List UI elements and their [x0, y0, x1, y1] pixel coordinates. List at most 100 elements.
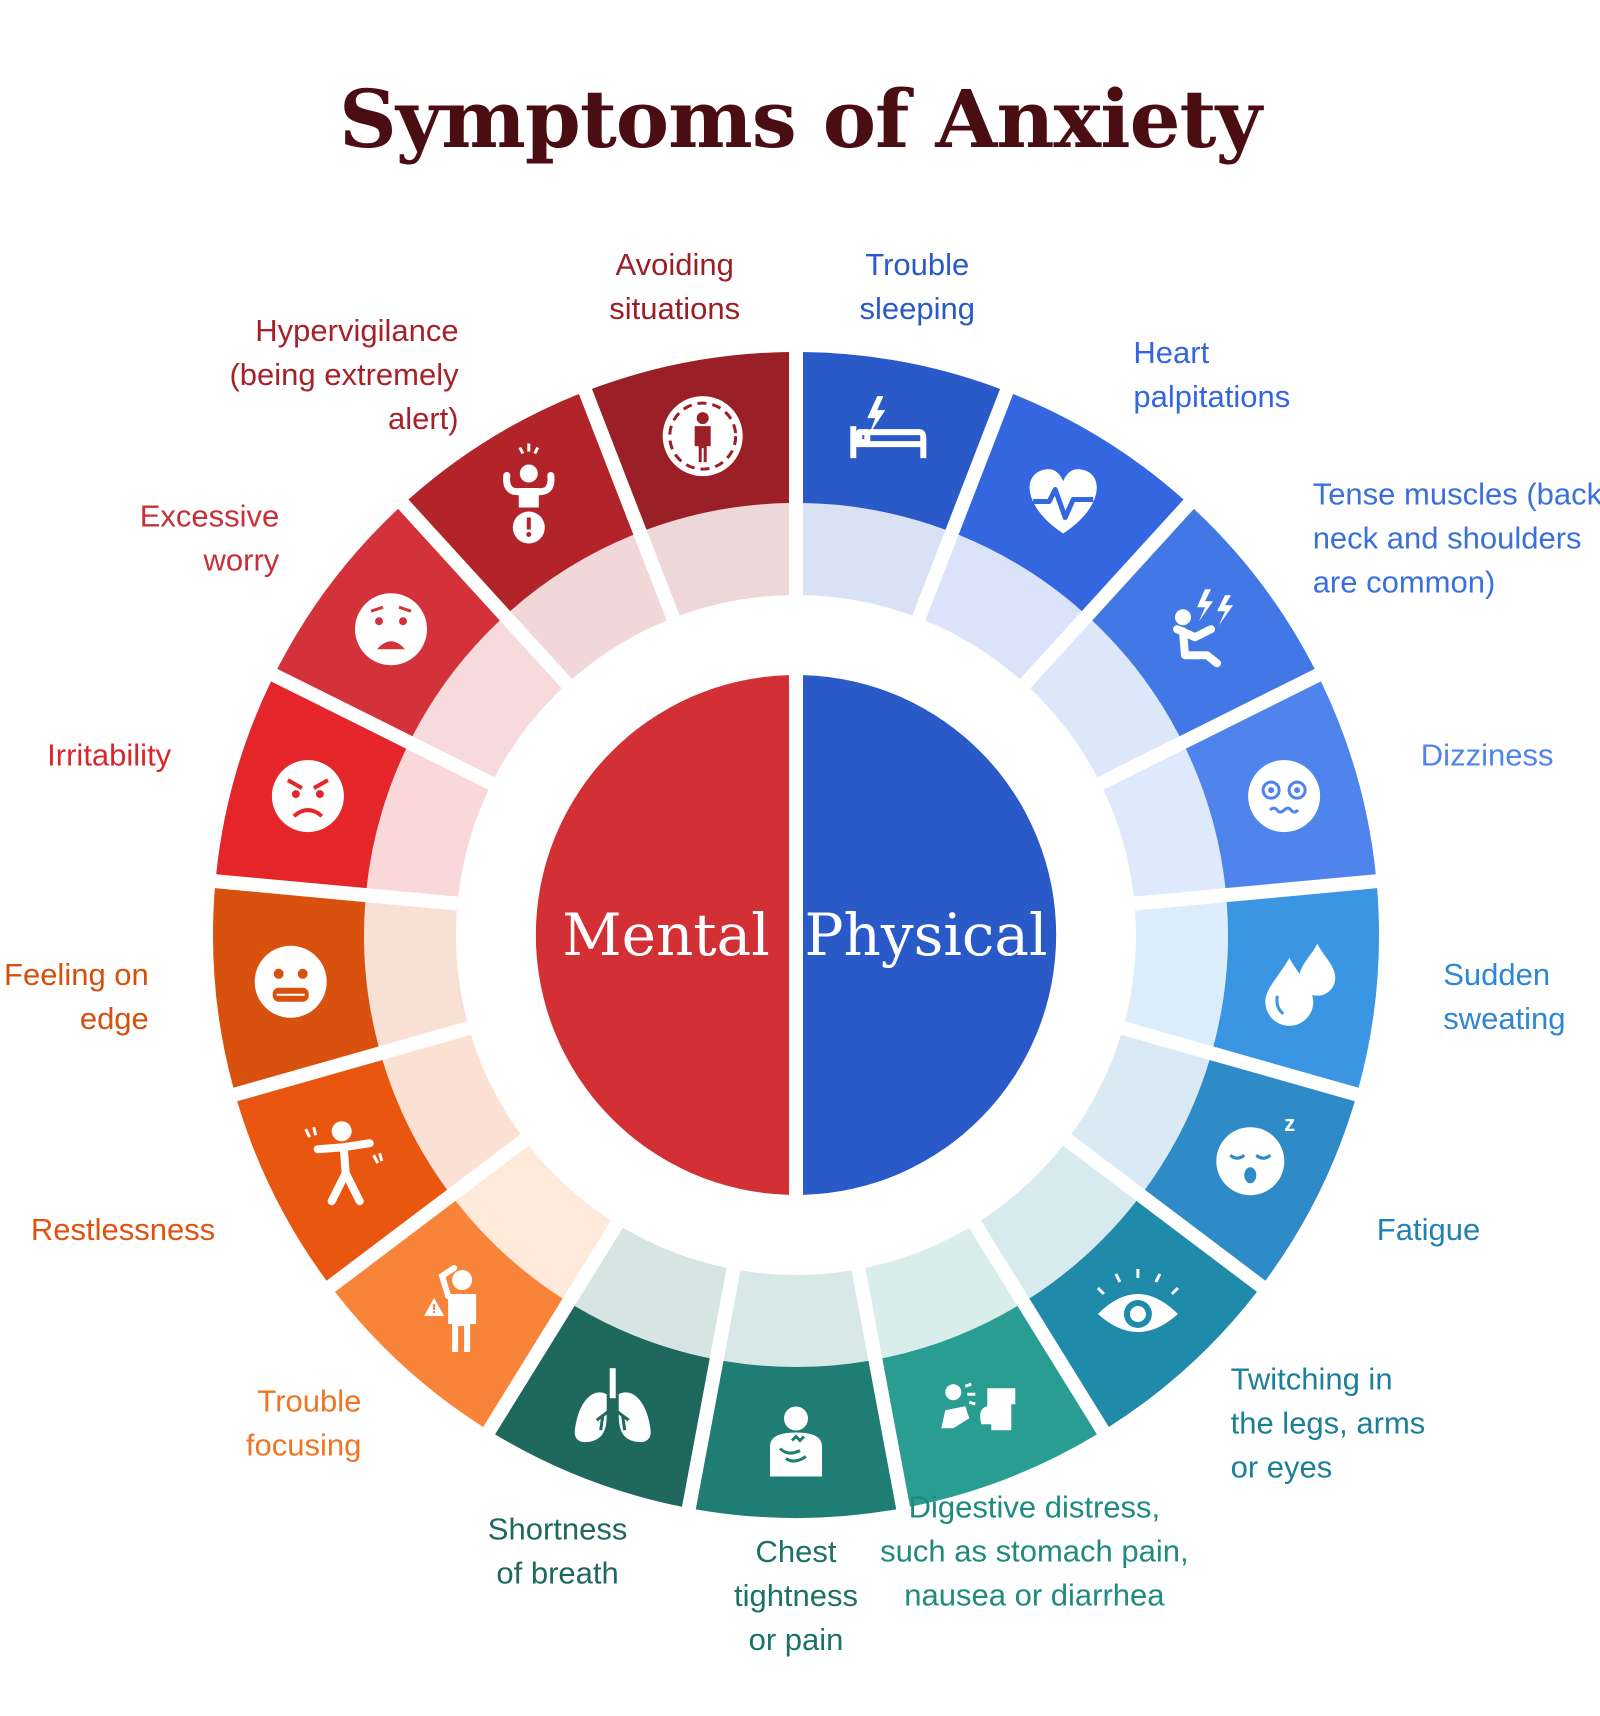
label-line: Irritability: [47, 737, 172, 772]
avoid-person-icon: [662, 396, 743, 477]
label-line: Fatigue: [1377, 1212, 1480, 1247]
label-line: Sudden: [1443, 957, 1550, 992]
label-line: Chest: [756, 1534, 837, 1569]
label-line: Heart: [1133, 335, 1209, 370]
eye-icon: [1096, 1269, 1179, 1332]
alert-person-icon: [503, 443, 555, 544]
label-feeling-on-edge: Feeling on edge: [4, 957, 149, 1036]
sleepy-face-icon: z: [1216, 1111, 1295, 1196]
segment-inner-shortness-of-breath: [574, 1227, 727, 1359]
label-line: Tense muscles (back,: [1313, 476, 1600, 511]
segment-inner-trouble-focusing: [455, 1145, 612, 1299]
heartbeat-icon: [1029, 469, 1097, 534]
label-sudden-sweating: Sudden sweating: [1443, 957, 1565, 1036]
label-chest-tightness: Chest tightness or pain: [734, 1534, 858, 1657]
label-line: (being extremely: [229, 357, 459, 392]
label-line: Feeling on: [4, 957, 149, 992]
label-line: worry: [203, 542, 280, 577]
label-shortness-of-breath: Shortness of breath: [488, 1511, 628, 1590]
segment-inner-irritability: [366, 748, 489, 897]
segment-shortness-of-breath: [495, 1227, 727, 1507]
segment-inner-digestive-distress: [865, 1227, 1018, 1359]
label-line: situations: [609, 291, 740, 326]
sweat-drops-icon: [1265, 943, 1336, 1026]
label-line: nausea or diarrhea: [904, 1577, 1165, 1612]
segment-irritability: [216, 681, 489, 897]
segment-sudden-sweating: [1124, 888, 1380, 1088]
label-line: alert): [388, 401, 459, 436]
label-line: Restlessness: [31, 1212, 215, 1247]
label-line: Twitching in: [1231, 1362, 1393, 1397]
label-line: edge: [80, 1001, 149, 1036]
segment-excessive-worry: [277, 508, 562, 778]
label-line: Digestive distress,: [909, 1489, 1161, 1524]
segment-inner-chest-tightness: [723, 1270, 869, 1367]
label-twitching: Twitching in the legs, arms or eyes: [1231, 1362, 1426, 1485]
segment-inner-trouble-sleeping: [803, 503, 946, 616]
segment-inner-hypervigilance: [510, 534, 667, 680]
segment-tense-muscles: [1030, 508, 1315, 778]
label-heart-palpitations: Heart palpitations: [1133, 335, 1290, 414]
mental-half: [535, 675, 789, 1195]
segment-inner-excessive-worry: [412, 620, 562, 778]
label-line: of breath: [496, 1555, 618, 1590]
restless-person-icon: [304, 1121, 384, 1206]
label-line: Dizziness: [1421, 737, 1554, 772]
chest-pain-icon: [770, 1406, 822, 1477]
physical-half: [803, 675, 1057, 1195]
label-line: focusing: [246, 1428, 361, 1463]
label-digestive-distress: Digestive distress,such as stomach pain,…: [880, 1489, 1188, 1612]
segment-inner-sudden-sweating: [1124, 902, 1229, 1047]
label-trouble-focusing: Trouble focusing: [246, 1384, 361, 1463]
angry-face-icon: [271, 760, 344, 833]
label-line: the legs, arms: [1231, 1406, 1426, 1441]
segment-fatigue: z: [1071, 1034, 1355, 1281]
bed-icon: [850, 396, 927, 459]
segment-outer-tense-muscles: [1092, 508, 1315, 737]
label-dizziness: Dizziness: [1421, 737, 1554, 772]
segment-hypervigilance: [408, 393, 667, 680]
mental-label: Mental: [562, 901, 770, 969]
segment-inner-restlessness: [382, 1034, 521, 1190]
segment-inner-heart-palpitations: [925, 534, 1082, 680]
label-line: Shortness: [488, 1511, 628, 1546]
grimace-face-icon: [254, 945, 327, 1018]
segment-chest-tightness: [695, 1270, 897, 1519]
label-line: or pain: [749, 1622, 844, 1657]
label-line: are common): [1313, 564, 1496, 599]
page-title: Symptoms of Anxiety: [339, 72, 1262, 166]
vomit-toilet-icon: [941, 1382, 1016, 1431]
segment-inner-fatigue: [1071, 1034, 1210, 1190]
worried-face-icon: [355, 593, 427, 666]
label-line: sleeping: [860, 291, 975, 326]
label-line: tightness: [734, 1578, 858, 1613]
segment-restlessness: [237, 1034, 521, 1281]
label-line: Excessive: [140, 498, 280, 533]
label-fatigue: Fatigue: [1377, 1212, 1480, 1247]
segment-heart-palpitations: [925, 393, 1184, 680]
tense-muscles-icon: [1173, 589, 1233, 668]
lungs-icon: [574, 1368, 651, 1443]
segment-digestive-distress: [865, 1227, 1097, 1507]
segment-trouble-focusing: [335, 1145, 612, 1427]
label-line: palpitations: [1133, 379, 1290, 414]
segment-outer-trouble-sleeping: [803, 352, 1001, 530]
label-line: neck and shoulders: [1313, 520, 1582, 555]
label-line: sweating: [1443, 1001, 1565, 1036]
confused-person-icon: [424, 1265, 477, 1352]
dizzy-face-icon: [1248, 760, 1321, 833]
segment-inner-feeling-on-edge: [363, 902, 468, 1047]
segment-inner-twitching: [980, 1145, 1137, 1299]
segment-feeling-on-edge: [212, 888, 468, 1088]
label-line: Trouble: [257, 1384, 361, 1419]
label-tense-muscles: Tense muscles (back, neck and shoulders ar…: [1313, 476, 1600, 599]
segment-inner-dizziness: [1103, 748, 1226, 897]
label-line: or eyes: [1231, 1450, 1333, 1485]
physical-label: Physical: [804, 901, 1047, 969]
segment-trouble-sleeping: [803, 352, 1001, 616]
